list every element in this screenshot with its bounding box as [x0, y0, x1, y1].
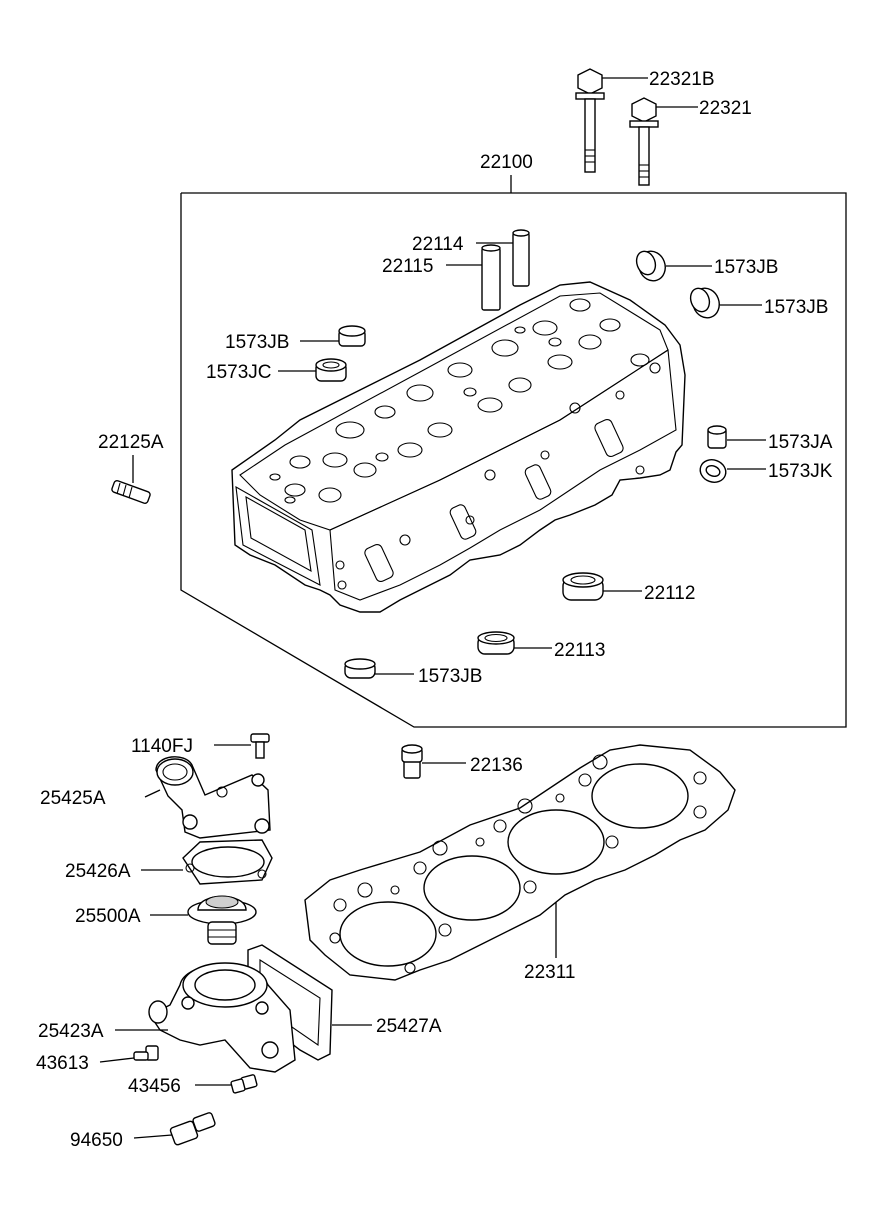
stud-22125a-drawing	[111, 455, 151, 504]
seal-1573jk-drawing	[699, 459, 766, 483]
cylinder-head-assembly-frame	[180, 175, 847, 728]
water-outlet-25425a-drawing	[144, 756, 271, 839]
label-22321b: 22321B	[649, 69, 715, 90]
bolt-1140fj-drawing	[214, 733, 270, 759]
head-bolt-22321b-drawing	[575, 68, 648, 173]
seal-22112-drawing	[562, 572, 642, 601]
seal-22113-drawing	[477, 631, 552, 655]
label-22311: 22311	[524, 962, 575, 983]
label-1573jk: 1573JK	[768, 461, 833, 482]
label-43613: 43613	[36, 1053, 89, 1074]
label-25426a: 25426A	[65, 861, 131, 882]
label-43456: 43456	[128, 1076, 181, 1097]
label-1140fj: 1140FJ	[131, 736, 193, 757]
gasket-25426a-drawing	[141, 839, 273, 885]
seal-1573jb-d-drawing	[344, 658, 414, 679]
label-25425a: 25425A	[40, 788, 106, 809]
cylinder-head-drawing	[231, 281, 686, 613]
seal-1573jc-drawing	[278, 358, 347, 382]
label-22125a: 22125A	[98, 432, 164, 453]
label-1573ja: 1573JA	[768, 432, 833, 453]
label-22114: 22114	[412, 234, 464, 255]
head-bolt-22321-drawing	[629, 97, 698, 186]
label-22112: 22112	[644, 583, 695, 604]
label-1573jb-d: 1573JB	[418, 666, 482, 687]
label-22115: 22115	[382, 256, 433, 277]
seal-1573jb-b-drawing	[689, 287, 762, 319]
label-1573jb-b: 1573JB	[764, 297, 828, 318]
dowel-22114-drawing	[476, 229, 530, 287]
label-1573jc: 1573JC	[206, 362, 272, 383]
label-94650: 94650	[70, 1130, 123, 1151]
thermostat-25500a-drawing	[150, 895, 257, 945]
sensor-94650-drawing	[133, 1112, 216, 1146]
label-1573jb-c: 1573JB	[225, 332, 289, 353]
bolt-43456-drawing	[195, 1074, 258, 1094]
dowel-22136-drawing	[401, 744, 466, 779]
label-22136: 22136	[470, 755, 523, 776]
seal-1573jb-c-drawing	[300, 325, 366, 347]
label-25427a: 25427A	[376, 1016, 442, 1037]
dowel-22115-drawing	[446, 244, 501, 311]
seal-1573ja-drawing	[707, 425, 766, 449]
seal-1573jb-a-drawing	[635, 250, 712, 282]
label-22113: 22113	[554, 640, 605, 661]
head-gasket-22311-drawing	[304, 744, 736, 981]
label-22321: 22321	[699, 98, 752, 119]
bolt-43613-drawing	[99, 1045, 159, 1063]
part-labels: 22321B 22321 22100 22114 22115 1573JB 15…	[36, 69, 833, 1151]
thermostat-housing-25423a-drawing	[115, 962, 296, 1073]
label-25423a: 25423A	[38, 1021, 104, 1042]
label-22100: 22100	[480, 152, 533, 173]
label-25500a: 25500A	[75, 906, 141, 927]
label-1573jb-a: 1573JB	[714, 257, 778, 278]
